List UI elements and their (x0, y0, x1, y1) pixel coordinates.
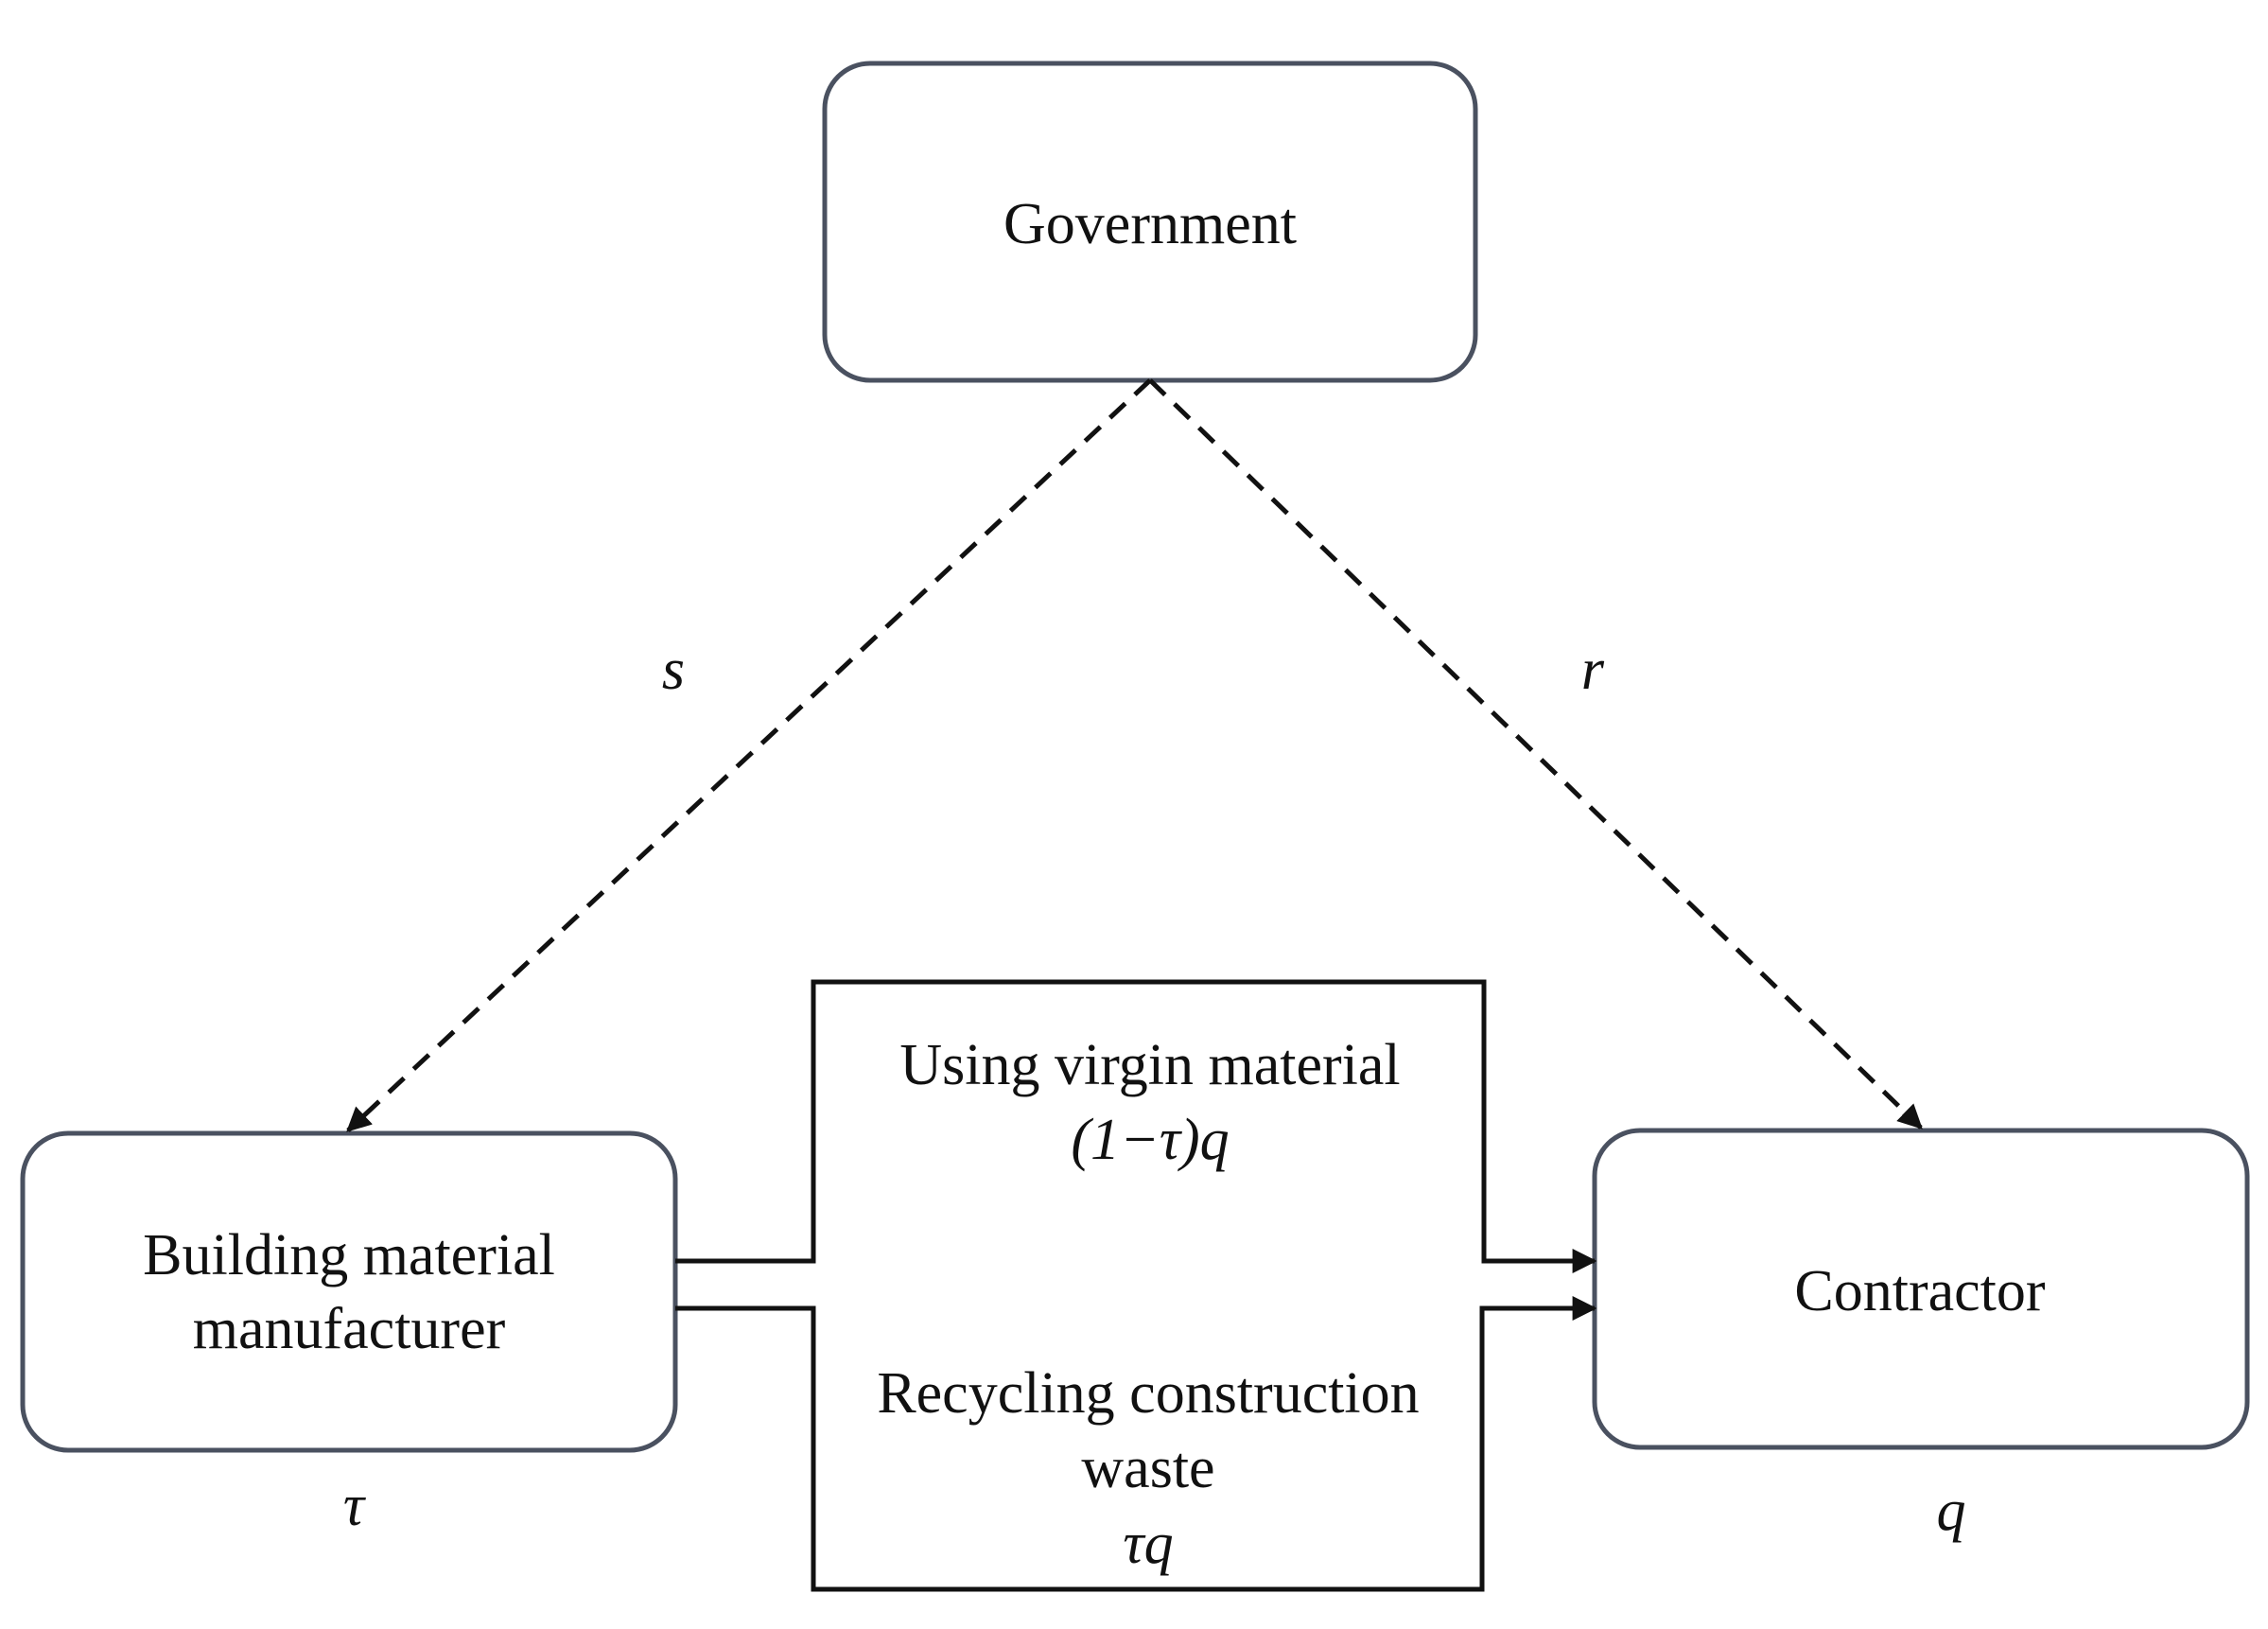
contractor-node: Contractor (1592, 1128, 2250, 1450)
flow-recycled-label-line2: waste (1081, 1436, 1214, 1500)
edge-label-r: r (1581, 638, 1605, 702)
flow-virgin-quantity: (1−τ)q (1071, 1108, 1229, 1172)
manufacturer-variable-tau: τ (343, 1474, 367, 1538)
manufacturer-label-line1: Building material (143, 1223, 555, 1287)
flow-recycled-path (675, 1296, 1597, 1592)
contractor-variable-q: q (1937, 1479, 1966, 1543)
government-node: Government (822, 61, 1478, 383)
flow-recycled-label-line1: Recycling construction (877, 1361, 1419, 1426)
contractor-label: Contractor (1794, 1259, 2045, 1323)
manufacturer-node: Building material manufacturer (20, 1130, 678, 1453)
flow-virgin-label: Using virgin material (899, 1033, 1400, 1097)
material-flow-pipe (675, 979, 1597, 1592)
edge-label-s: s (662, 638, 685, 702)
flow-recycled-quantity: τq (1123, 1512, 1173, 1576)
government-label: Government (1003, 192, 1297, 256)
flow-virgin-path (675, 979, 1597, 1273)
edge-gov-to-contractor (1148, 378, 1923, 1130)
manufacturer-label-line2: manufacturer (193, 1297, 506, 1361)
edge-gov-to-manufacturer (346, 378, 1152, 1132)
